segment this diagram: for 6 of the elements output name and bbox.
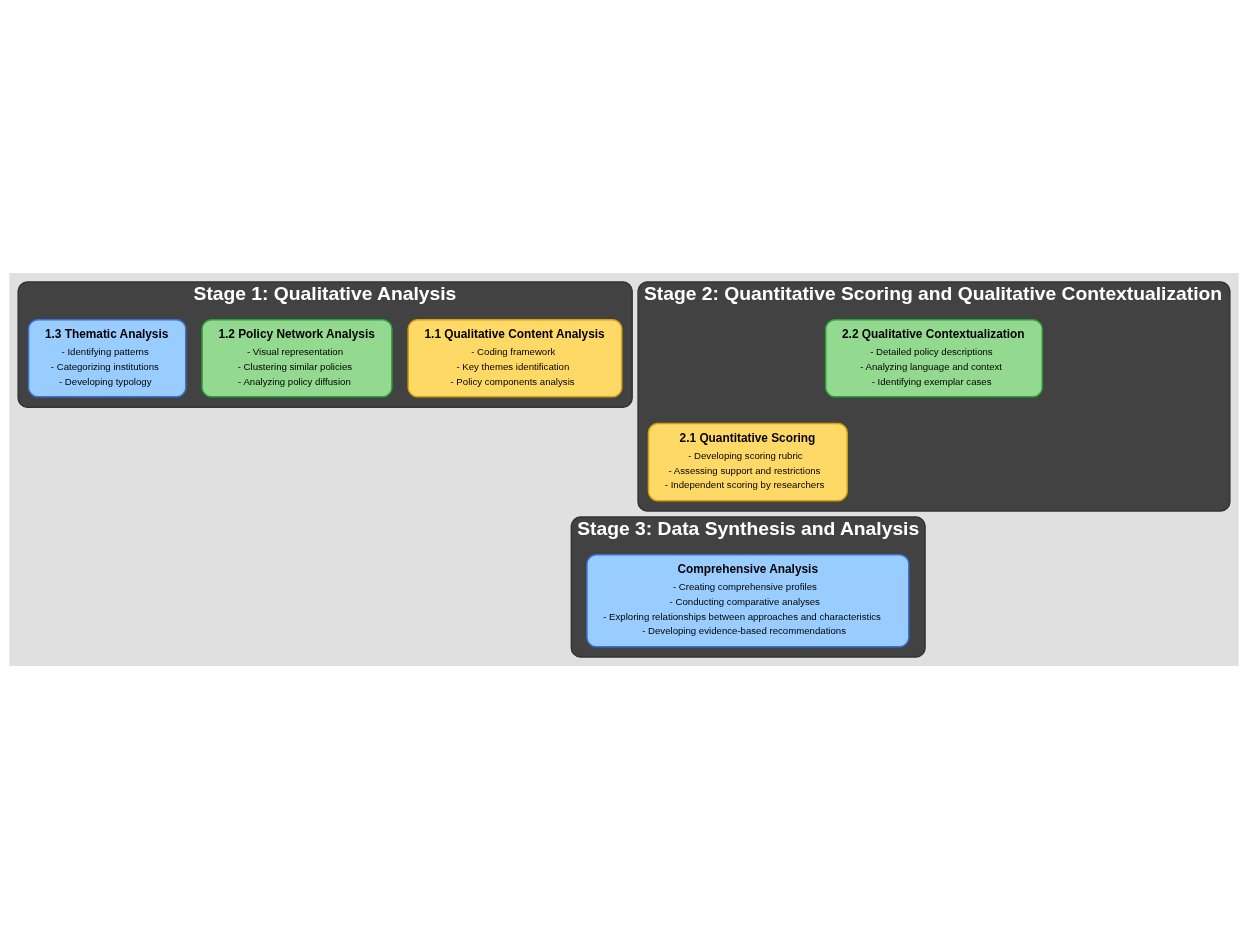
node-box: 1.3 Thematic Analysis - Identifying patterns - Categorizing institutions - Developing typology [27, 319, 187, 398]
node-box: Comprehensive Analysis - Creating comprehensive profiles - Conducting comparative analyses - Exploring relationships between approaches and characteristics - Developing evidence-based recommendations [586, 554, 910, 648]
node-box: 2.2 Qualitative Contextualization - Detailed policy descriptions - Analyzing language and context - Identifying exemplar cases [824, 319, 1043, 398]
node-box: 1.2 Policy Network Analysis - Visual representation - Clustering similar policies - Analyzing policy diffusion [201, 319, 393, 398]
node-box: 1.1 Qualitative Content Analysis - Coding framework - Key themes identification - Policy components analysis [407, 319, 623, 398]
node-box: 2.1 Quantitative Scoring - Developing scoring rubric - Assessing support and restrictions - Independent scoring by researchers [647, 422, 848, 502]
